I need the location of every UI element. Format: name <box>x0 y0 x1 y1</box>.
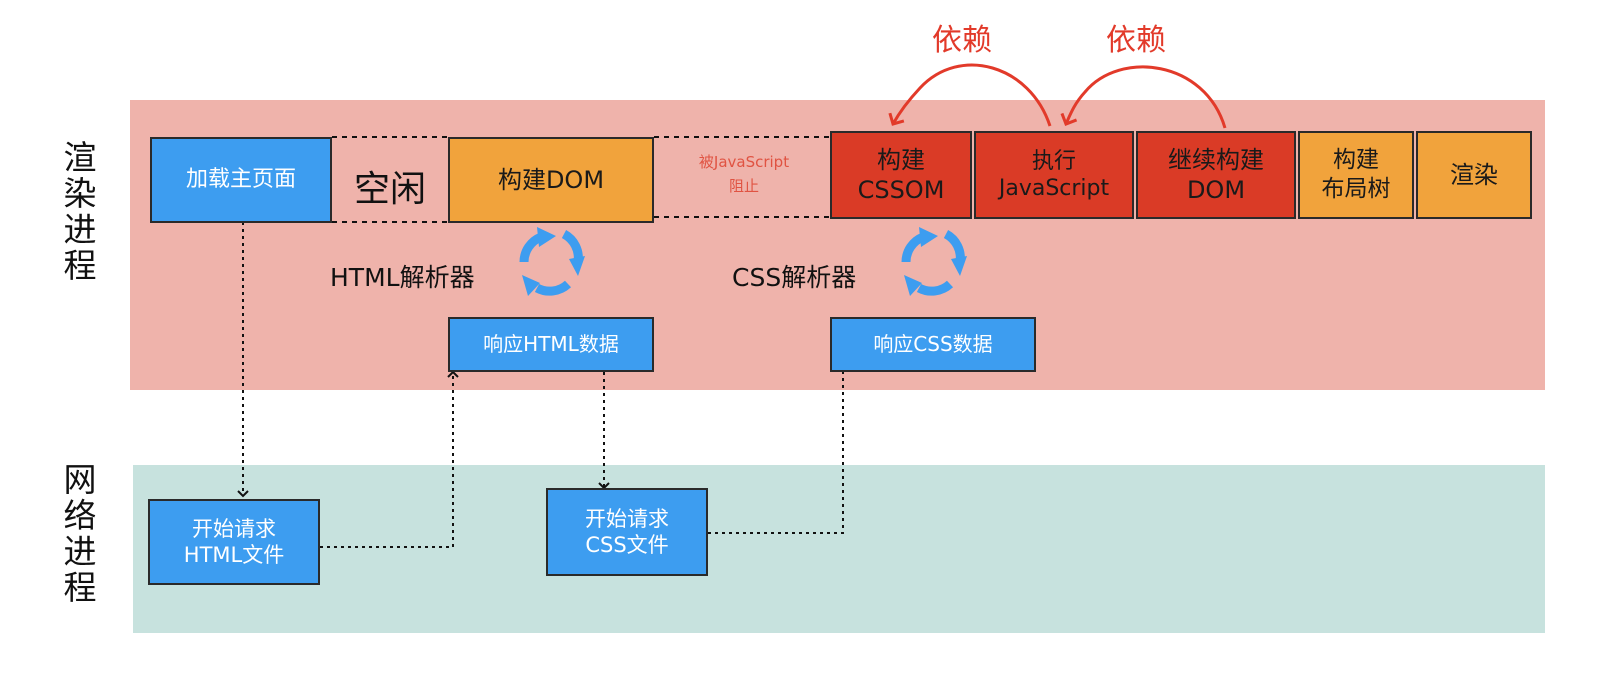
respond-html-data-box: 响应HTML数据 <box>448 317 654 372</box>
execute-javascript-box: 执行 JavaScript <box>974 131 1134 219</box>
html-parser-label: HTML解析器 <box>330 263 475 292</box>
build-cssom-line1: 构建 <box>877 146 925 174</box>
request-css-to-respond-css-arrow <box>708 364 849 534</box>
request-html-to-respond-html-arrow <box>320 370 459 548</box>
request-html-file-box: 开始请求 HTML文件 <box>148 499 320 585</box>
paint-box: 渲染 <box>1416 131 1532 219</box>
build-cssom-box: 构建 CSSOM <box>830 131 972 219</box>
blocked-by-js-note: 被JavaScript 阻止 <box>664 150 824 198</box>
load-main-page-label: 加载主页面 <box>185 167 296 193</box>
execute-javascript-line1: 执行 <box>1031 148 1076 174</box>
request-css-file-line2: CSS文件 <box>585 533 669 557</box>
execute-javascript-line2: JavaScript <box>998 176 1110 201</box>
build-layout-tree-line2: 布局树 <box>1321 176 1391 202</box>
request-html-file-line1: 开始请求 <box>192 516 276 541</box>
depends-arrow-js-to-cssom <box>888 63 1052 127</box>
paint-label: 渲染 <box>1450 161 1498 189</box>
request-html-file-line2: HTML文件 <box>183 543 285 567</box>
css-parser-label: CSS解析器 <box>732 263 857 292</box>
build-layout-tree-line1: 构建 <box>1333 147 1379 174</box>
build-dom-box: 构建DOM <box>448 137 654 223</box>
request-css-file-box: 开始请求 CSS文件 <box>546 488 708 576</box>
network-process-lane <box>133 465 1545 633</box>
depends-arrow-dom-to-js <box>1060 65 1227 129</box>
respond-html-data-label: 响应HTML数据 <box>483 332 619 356</box>
depends-label-1: 依赖 <box>932 23 992 58</box>
load-main-page-box: 加载主页面 <box>150 137 332 223</box>
respond-css-data-box: 响应CSS数据 <box>830 317 1036 372</box>
render-process-label: 渲 染 进 程 <box>63 138 97 285</box>
build-layout-tree-box: 构建 布局树 <box>1298 131 1414 219</box>
idle-label: 空闲 <box>354 169 427 210</box>
respond-css-data-label: 响应CSS数据 <box>873 332 993 356</box>
request-css-file-line1: 开始请求 <box>585 506 669 531</box>
build-cssom-line2: CSSOM <box>857 176 945 204</box>
build-dom-label: 构建DOM <box>497 166 605 194</box>
continue-build-dom-line1: 继续构建 <box>1168 146 1264 174</box>
continue-build-dom-line2: DOM <box>1186 176 1246 204</box>
blocked-by-js-line1: 被JavaScript <box>698 153 790 171</box>
blocked-by-js-line2: 阻止 <box>728 177 759 195</box>
network-process-label: 网 络 进 程 <box>63 460 97 607</box>
continue-build-dom-box: 继续构建 DOM <box>1136 131 1296 219</box>
depends-label-2: 依赖 <box>1106 23 1166 58</box>
